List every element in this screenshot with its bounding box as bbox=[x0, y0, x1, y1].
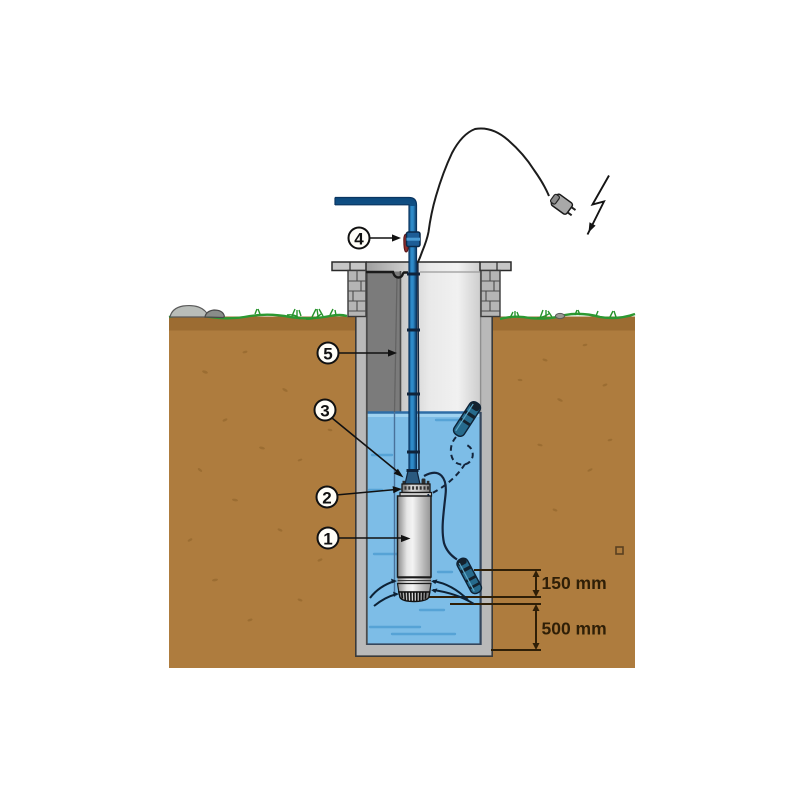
svg-text:500 mm: 500 mm bbox=[542, 619, 607, 639]
svg-text:5: 5 bbox=[323, 345, 332, 364]
svg-text:2: 2 bbox=[322, 489, 331, 508]
svg-text:4: 4 bbox=[354, 230, 364, 249]
svg-text:3: 3 bbox=[320, 402, 329, 421]
svg-text:150 mm: 150 mm bbox=[542, 573, 607, 593]
svg-text:1: 1 bbox=[323, 530, 332, 549]
